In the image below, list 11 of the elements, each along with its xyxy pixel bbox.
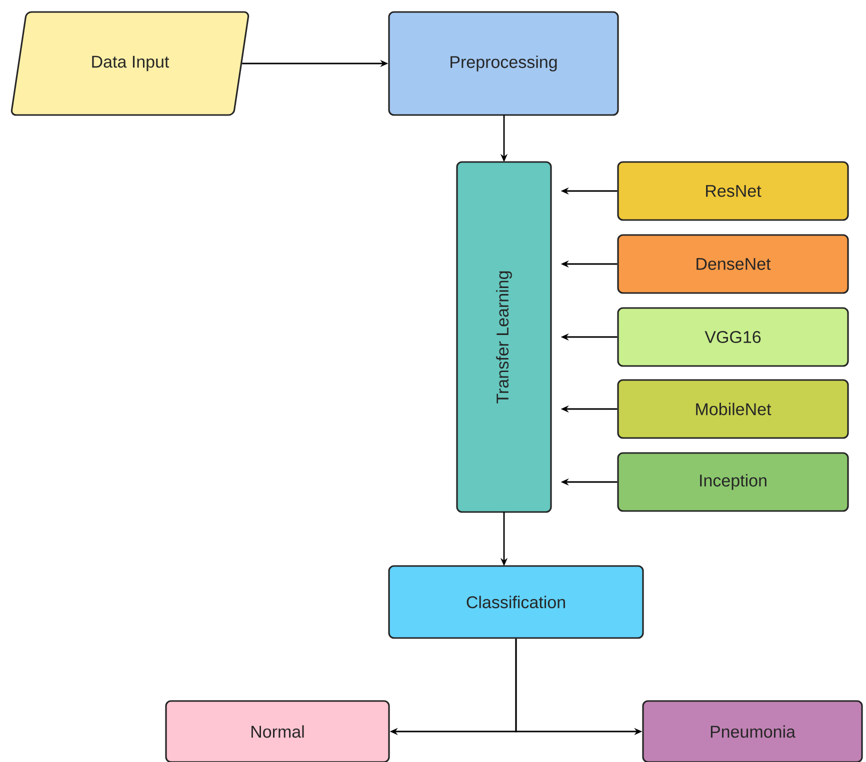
model-box: VGG16 (617, 307, 849, 367)
input-parallelogram: Data Input (10, 11, 250, 116)
process-box: Transfer Learning (456, 161, 552, 513)
model-box: ResNet (617, 161, 849, 221)
process-box: Classification (388, 565, 644, 639)
output-box: Pneumonia (642, 700, 863, 762)
model-box: Inception (617, 452, 849, 512)
process-box: Preprocessing (388, 11, 619, 116)
output-box: Normal (165, 700, 390, 762)
model-box: MobileNet (617, 379, 849, 439)
model-box: DenseNet (617, 234, 849, 294)
